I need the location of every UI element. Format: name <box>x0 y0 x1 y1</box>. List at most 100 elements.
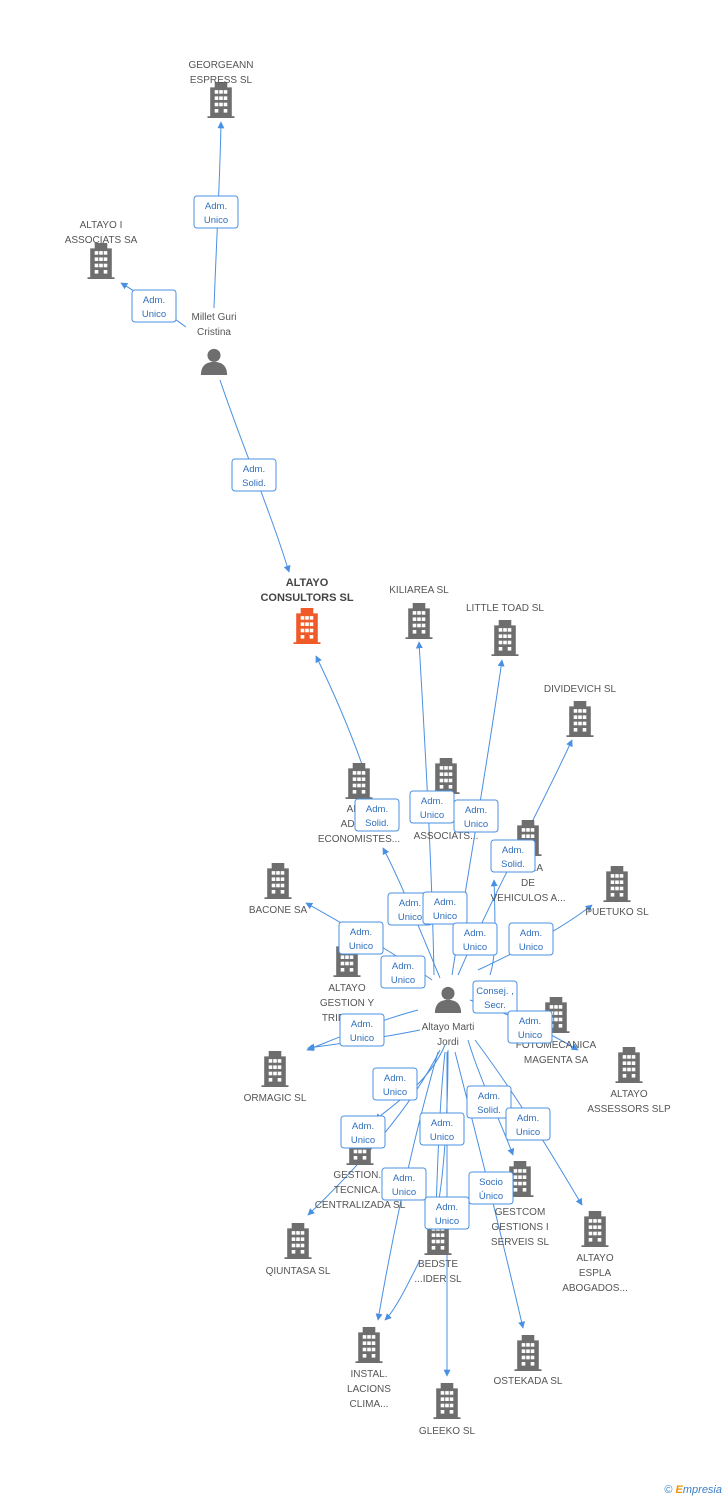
building-icon <box>87 243 115 279</box>
badge-text: Unico <box>518 1030 542 1041</box>
badge-box <box>422 891 468 925</box>
badge-text: Adm. <box>431 1118 453 1129</box>
company-node-littletoad[interactable]: LITTLE TOAD SL <box>466 603 544 656</box>
relation-badge[interactable]: Adm.Unico <box>340 1115 386 1149</box>
badge-text: Adm. <box>399 898 421 909</box>
badge-text: Solid. <box>477 1105 501 1116</box>
badge-text: Adm. <box>436 1202 458 1213</box>
company-node-ostekada[interactable]: OSTEKADA SL <box>494 1335 563 1387</box>
badge-text: Adm. <box>393 1173 415 1184</box>
badge-box <box>340 1115 386 1149</box>
badge-text: Unico <box>351 1135 375 1146</box>
node-label: MAGENTA SA <box>524 1055 589 1066</box>
company-node-dividevich[interactable]: DIVIDEVICH SL <box>544 684 617 737</box>
building-icon <box>405 603 433 639</box>
badge-text: Unico <box>463 942 487 953</box>
badge-text: Unico <box>435 1216 459 1227</box>
relation-badge[interactable]: Adm.Unico <box>339 1013 385 1047</box>
badge-text: Consej. , <box>476 986 514 997</box>
company-node-gestions_tec[interactable]: GESTION...TECNICA...CENTRALIZADA SL <box>315 1129 406 1211</box>
badge-text: Unico <box>519 942 543 953</box>
node-label: GLEEKO SL <box>419 1426 476 1437</box>
node-label: DIVIDEVICH SL <box>544 684 617 695</box>
badge-box <box>380 955 426 989</box>
badge-box <box>339 1013 385 1047</box>
building-icon <box>491 620 519 656</box>
relation-badge[interactable]: Adm.Unico <box>452 922 498 956</box>
badge-box <box>338 921 384 955</box>
relation-badge[interactable]: Adm.Unico <box>338 921 384 955</box>
footer-brand[interactable]: © Empresia <box>664 1484 722 1496</box>
badge-box <box>468 1171 514 1205</box>
relation-badge[interactable]: Adm.Unico <box>131 289 177 323</box>
node-label: GESTION Y <box>320 998 375 1009</box>
badge-text: Unico <box>392 1187 416 1198</box>
node-label: ESPRESS SL <box>190 75 253 86</box>
relation-badge[interactable]: Adm. Unico <box>424 1196 470 1230</box>
company-node-ormagic[interactable]: ORMAGIC SL <box>244 1051 307 1104</box>
relation-badge[interactable]: Adm.Solid. <box>231 458 277 492</box>
badge-box <box>452 922 498 956</box>
badge-text: Solid. <box>242 478 266 489</box>
relation-badge[interactable]: Adm.Unico <box>507 1010 553 1044</box>
node-label: GESTION... <box>333 1170 386 1181</box>
node-label: LACIONS <box>347 1384 391 1395</box>
badge-text: Adm. <box>520 928 542 939</box>
badge-text: Unico <box>398 912 422 923</box>
company-node-bacone[interactable]: BACONE SA <box>249 863 308 916</box>
company-node-espla[interactable]: ALTAYOESPLAABOGADOS... <box>562 1211 628 1294</box>
company-node-instal[interactable]: INSTAL.LACIONSCLIMA... <box>347 1327 391 1410</box>
badge-text: Adm. <box>143 295 165 306</box>
node-label: ALTAYO I <box>80 220 123 231</box>
badge-text: Adm. <box>350 927 372 938</box>
node-label: QIUNTASA SL <box>266 1266 331 1277</box>
relation-badge[interactable]: Adm.Solid. <box>490 839 536 873</box>
edge-3 <box>315 655 365 771</box>
company-node-gleeko[interactable]: GLEEKO SL <box>419 1383 476 1437</box>
company-node-kiliarea[interactable]: KILIAREA SL <box>389 585 449 639</box>
badge-box <box>131 289 177 323</box>
relation-badge[interactable]: Adm.Unico <box>453 799 499 833</box>
node-label: ALTAYO <box>610 1089 647 1100</box>
company-node-bedste[interactable]: BEDSTE...IDER SL <box>414 1219 462 1285</box>
badge-box <box>453 799 499 833</box>
node-label: ASSOCIATS... <box>414 831 479 842</box>
building-icon <box>566 701 594 737</box>
badge-box <box>490 839 536 873</box>
relation-badge[interactable]: Adm.Unico <box>505 1107 551 1141</box>
relation-badge[interactable]: Adm.Unico <box>422 891 468 925</box>
company-node-associats[interactable]: ASSOCIATS... <box>414 758 479 842</box>
relation-badge[interactable]: Adm.Unico <box>419 1112 465 1146</box>
relation-badge[interactable]: Consej. ,Secr. <box>472 980 518 1014</box>
node-label: SERVEIS SL <box>491 1237 550 1248</box>
building-icon <box>615 1047 643 1083</box>
relation-badge[interactable]: Adm.Unico <box>409 790 455 824</box>
company-node-qiuntasa[interactable]: QIUNTASA SL <box>266 1223 331 1277</box>
company-node-puetuko[interactable]: PUETUKO SL <box>585 866 649 918</box>
building-icon <box>261 1051 289 1087</box>
node-label: CLIMA... <box>350 1399 389 1410</box>
relation-badge[interactable]: Adm.Unico <box>372 1067 418 1101</box>
node-label: GESTIONS I <box>491 1222 548 1233</box>
relation-badge[interactable]: Adm. Unico <box>508 922 554 956</box>
relation-badge[interactable]: Adm.Solid. <box>466 1085 512 1119</box>
node-label: TECNICA... <box>334 1185 386 1196</box>
brand-logo-e: E <box>675 1484 683 1496</box>
node-label: ECONOMISTES... <box>318 834 400 845</box>
badge-text: Adm. <box>351 1019 373 1030</box>
relation-badge[interactable]: Adm.Solid. <box>354 798 400 832</box>
relation-badge[interactable]: Adm.Unico <box>193 195 239 229</box>
node-label: KILIAREA SL <box>389 585 449 596</box>
relation-badge[interactable]: Adm. Unico <box>381 1167 427 1201</box>
relation-badge[interactable]: Adm.Unico <box>380 955 426 989</box>
